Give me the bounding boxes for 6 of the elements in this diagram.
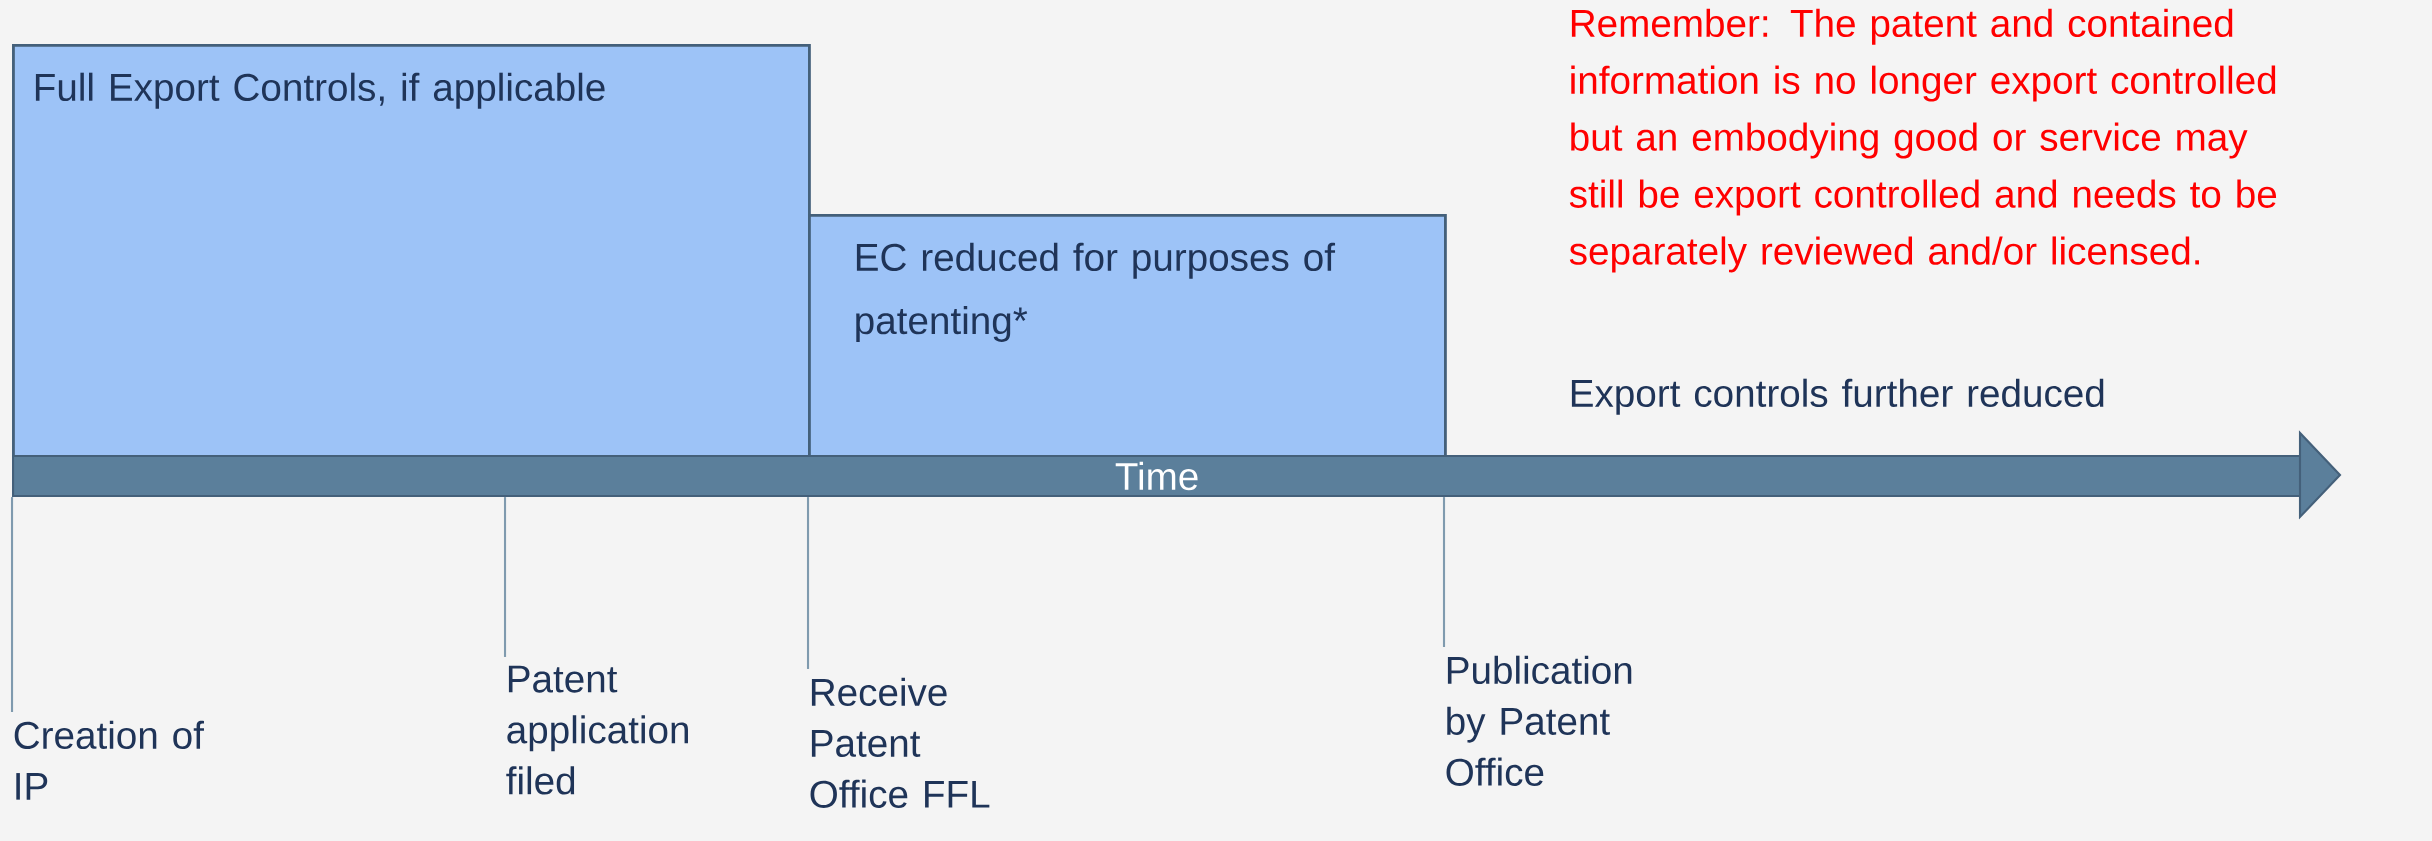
milestone-label: Receive Patent Office FFL — [810, 677, 990, 808]
milestone-label: Patent application filed — [506, 665, 688, 795]
phase-box: EC reduced for purposes of patenting* — [808, 214, 1447, 458]
milestone-label: Publication by Patent Office — [1446, 655, 1632, 786]
milestone-label: Creation of IP — [14, 720, 204, 800]
reminder-note: Remember: The patent and contained information is no longer export controlled but an embodying good or service may still be export controlled and needs to be separately reviewed and/or licensed. — [1569, 8, 2277, 273]
